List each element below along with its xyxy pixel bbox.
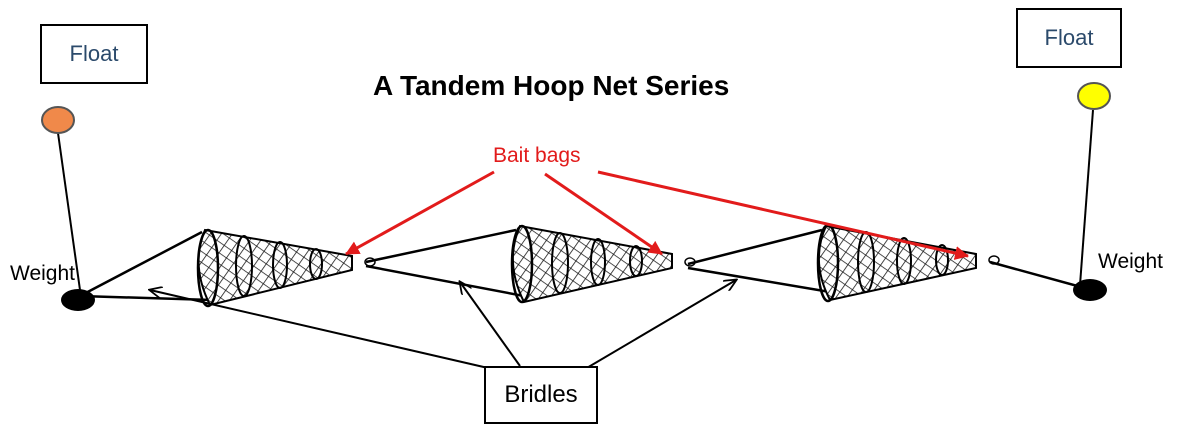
bridle-arrow-2 [460,282,521,367]
bridle-arrow-3 [579,280,736,373]
bridles-label-box: Bridles [484,366,598,424]
bait-bag-arrows [345,170,969,260]
bridle-arrows [150,280,736,373]
weight-right-label: Weight [1098,250,1163,273]
bridle-arrow-1 [150,290,489,369]
float-right-label: Float [1044,25,1094,50]
float-right-label-box: Float [1016,8,1122,68]
hoop-net-3 [816,223,1000,303]
bridles-label: Bridles [504,381,578,408]
float-left-label-box: Float [40,24,148,84]
left-float-line [57,132,81,291]
right-weight [1073,279,1107,301]
bait-arrow-3 [597,170,969,260]
main-lines [79,228,1093,302]
bait-arrow-2 [544,172,663,256]
right-float-buoy [1077,82,1111,110]
left-weight [61,289,95,311]
left-float-buoy [41,106,75,134]
bait-arrow-1 [345,170,495,256]
float-left-label: Float [69,41,119,66]
bait-bags-label: Bait bags [493,144,581,167]
hoop-net-1 [196,228,376,308]
right-float-line [1079,109,1094,286]
hoop-net-2 [510,224,696,304]
weight-left-label: Weight [10,262,75,285]
diagram-title: A Tandem Hoop Net Series [373,70,730,101]
